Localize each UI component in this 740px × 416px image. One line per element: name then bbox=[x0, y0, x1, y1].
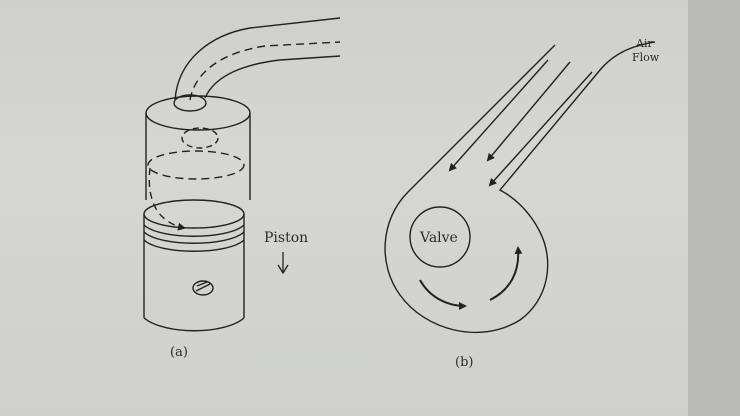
intake-pipe-inner bbox=[204, 55, 341, 99]
swirl-dashed-arrow bbox=[148, 167, 186, 231]
piston-ring-3 bbox=[143, 239, 245, 252]
wrist-pin-hatch-1 bbox=[195, 283, 211, 292]
wrist-pin-hole bbox=[192, 280, 214, 296]
part-a-cylinder-diagram bbox=[143, 17, 341, 332]
valve-label: Valve bbox=[419, 230, 458, 246]
piston-ring-2 bbox=[143, 231, 245, 244]
part-b-swirl-port-diagram bbox=[384, 41, 656, 333]
swirl-arrow-bottom bbox=[419, 279, 467, 310]
swirl-dashed-small bbox=[181, 127, 219, 149]
flow-arrow-1 bbox=[448, 59, 549, 172]
intake-flow-dashed bbox=[189, 41, 341, 101]
piston-label: Piston bbox=[264, 230, 308, 246]
piston-top bbox=[143, 199, 245, 229]
piston-ring-1 bbox=[143, 224, 245, 237]
piston-bottom bbox=[143, 317, 245, 332]
airflow-label-air: Air bbox=[635, 37, 653, 50]
caption-a: (a) bbox=[170, 345, 188, 360]
valve-circle bbox=[409, 206, 471, 268]
wrist-pin-hatch-2 bbox=[196, 281, 208, 287]
port-outline bbox=[384, 41, 656, 333]
piston-down-arrow-icon bbox=[277, 252, 289, 275]
intake-port bbox=[173, 94, 207, 112]
airflow-label-flow: Flow bbox=[632, 51, 660, 64]
flow-arrow-2 bbox=[486, 61, 571, 162]
intake-pipe-outer bbox=[174, 17, 341, 101]
page-edge-shadow bbox=[688, 0, 740, 416]
flow-arrow-3 bbox=[488, 71, 593, 187]
swirl-arrow-right bbox=[489, 246, 523, 301]
swirl-dashed-large bbox=[147, 150, 245, 180]
cylinder-top bbox=[145, 95, 251, 131]
caption-b: (b) bbox=[455, 355, 473, 370]
